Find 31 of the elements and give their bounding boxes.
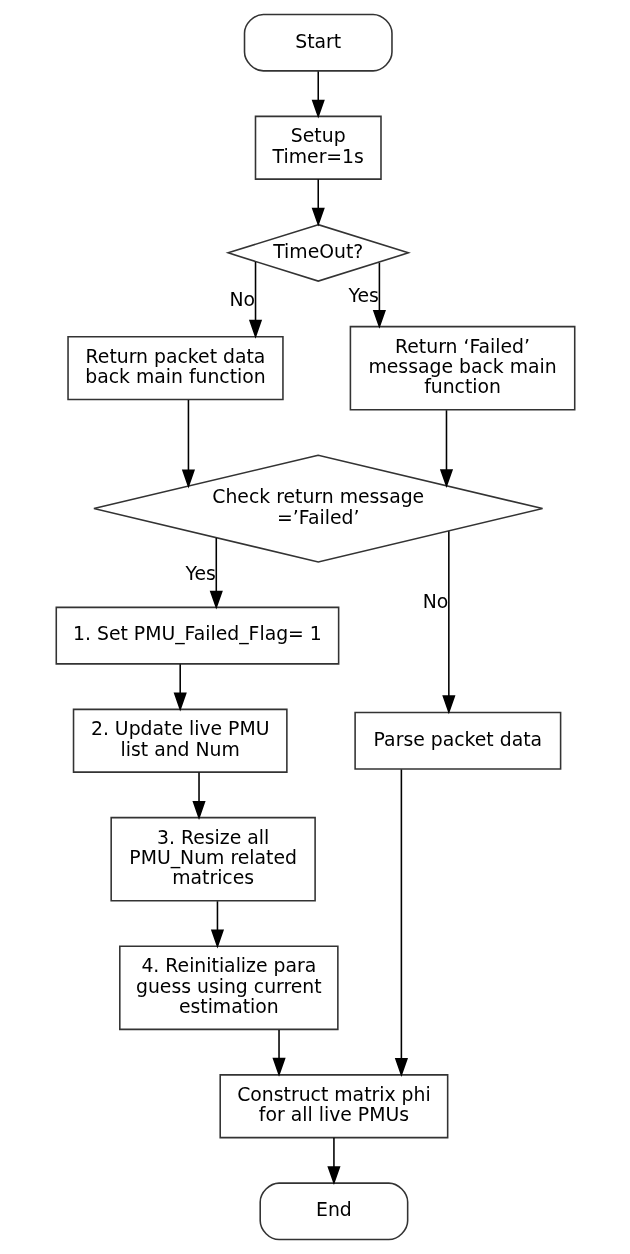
node-box: Parse packet data [353, 711, 561, 770]
node-box: 4. Reinitialize para guess using current estimation [118, 945, 339, 1031]
arrow [311, 70, 325, 119]
arrow [271, 1029, 286, 1077]
node-box: 3. Resize all PMU_Num related matrices [109, 816, 316, 902]
edge-label: Yes [184, 562, 216, 584]
arrow [209, 537, 223, 610]
node-box: Start [243, 13, 393, 72]
edge-label: No [422, 591, 448, 613]
arrow [394, 768, 408, 1077]
arrow [326, 1136, 341, 1186]
arrow [173, 663, 187, 712]
arrow [181, 399, 195, 489]
edge-label: No [228, 289, 255, 311]
node-box: Return packet data back main function [66, 336, 284, 401]
edge-label: Yes [348, 284, 379, 306]
node-box: Setup Timer=1s [254, 115, 382, 180]
node-box: End [258, 1182, 408, 1241]
node-box: 2. Update live PMU list and Num [72, 708, 288, 773]
arrow [248, 261, 262, 339]
arrow [372, 261, 386, 329]
node-box: Construct matrix phi for all live PMUs [218, 1074, 448, 1139]
arrow [441, 530, 455, 715]
arrow [311, 178, 325, 227]
arrow [191, 771, 206, 820]
arrow [210, 900, 224, 949]
node-diamond: Check return message =’Failed’ [92, 454, 543, 563]
arrow [439, 409, 453, 489]
node-box: Return ‘Failed’ message back main function [349, 325, 575, 411]
node-diamond: TimeOut? [225, 223, 411, 282]
node-box: 1. Set PMU_Failed_Flag= 1 [55, 606, 339, 665]
